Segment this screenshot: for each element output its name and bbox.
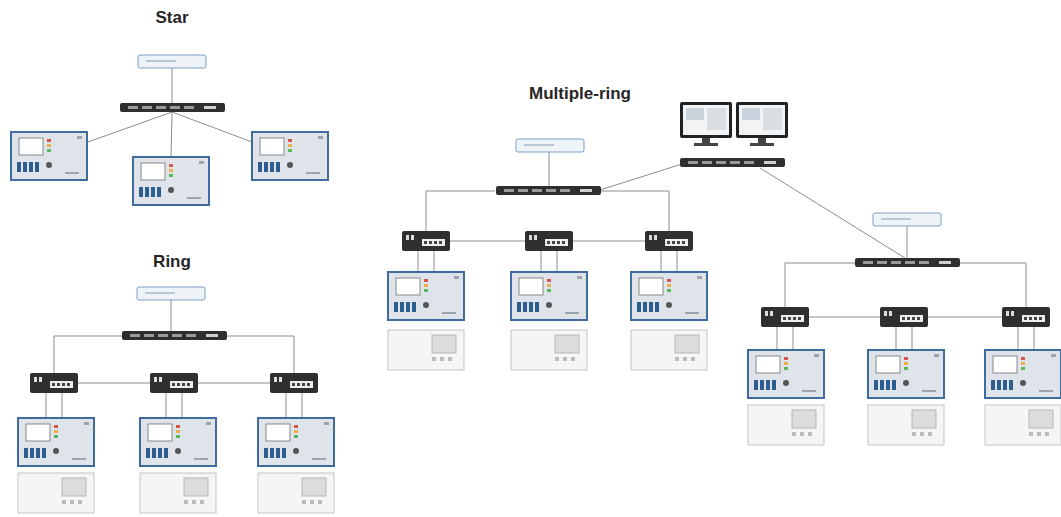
topology-title: Ring	[153, 252, 191, 272]
topology-title: Multiple-ring	[529, 84, 631, 104]
topology-title: Star	[155, 8, 188, 28]
